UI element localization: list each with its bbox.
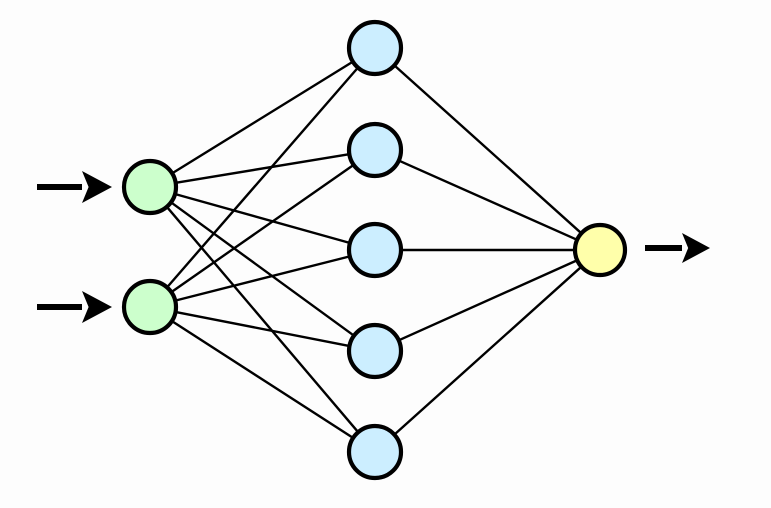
edge-i1-h1 bbox=[169, 59, 356, 176]
input-arrow-2-head bbox=[82, 291, 112, 323]
nodes-group bbox=[121, 19, 628, 481]
output-layer bbox=[572, 222, 628, 278]
edge-i1-h5 bbox=[164, 204, 361, 435]
hidden-node-2[interactable] bbox=[346, 121, 404, 179]
hidden-node-5[interactable] bbox=[346, 423, 404, 481]
input-arrow-1-head bbox=[82, 171, 112, 203]
hidden-node-3[interactable] bbox=[346, 221, 404, 279]
hidden-layer bbox=[346, 19, 404, 481]
input-layer bbox=[121, 158, 179, 336]
output-arrow-1-head bbox=[682, 233, 710, 263]
edge-h1-o1 bbox=[392, 63, 584, 236]
edge-i1-h3 bbox=[172, 192, 353, 245]
edge-i1-h4 bbox=[168, 200, 357, 338]
output-node-1[interactable] bbox=[572, 222, 628, 278]
edges-group bbox=[164, 59, 584, 440]
edge-i1-h2 bbox=[172, 152, 353, 185]
edge-i2-h1 bbox=[164, 65, 361, 290]
input-node-2[interactable] bbox=[121, 278, 179, 336]
hidden-node-4[interactable] bbox=[346, 322, 404, 380]
edge-i2-h4 bbox=[172, 310, 353, 348]
input-node-1[interactable] bbox=[121, 158, 179, 216]
input-arrow-2 bbox=[37, 291, 112, 323]
edge-i2-h3 bbox=[172, 254, 353, 303]
edge-h2-o1 bbox=[396, 158, 580, 242]
edge-i2-h2 bbox=[168, 162, 357, 295]
output-arrow-1 bbox=[645, 233, 710, 263]
edge-i2-h5 bbox=[169, 319, 356, 440]
input-arrow-1 bbox=[37, 171, 112, 203]
edge-h5-o1 bbox=[392, 264, 584, 437]
hidden-node-1[interactable] bbox=[346, 19, 404, 77]
edge-h4-o1 bbox=[396, 258, 580, 343]
io-arrows-group bbox=[37, 171, 710, 323]
